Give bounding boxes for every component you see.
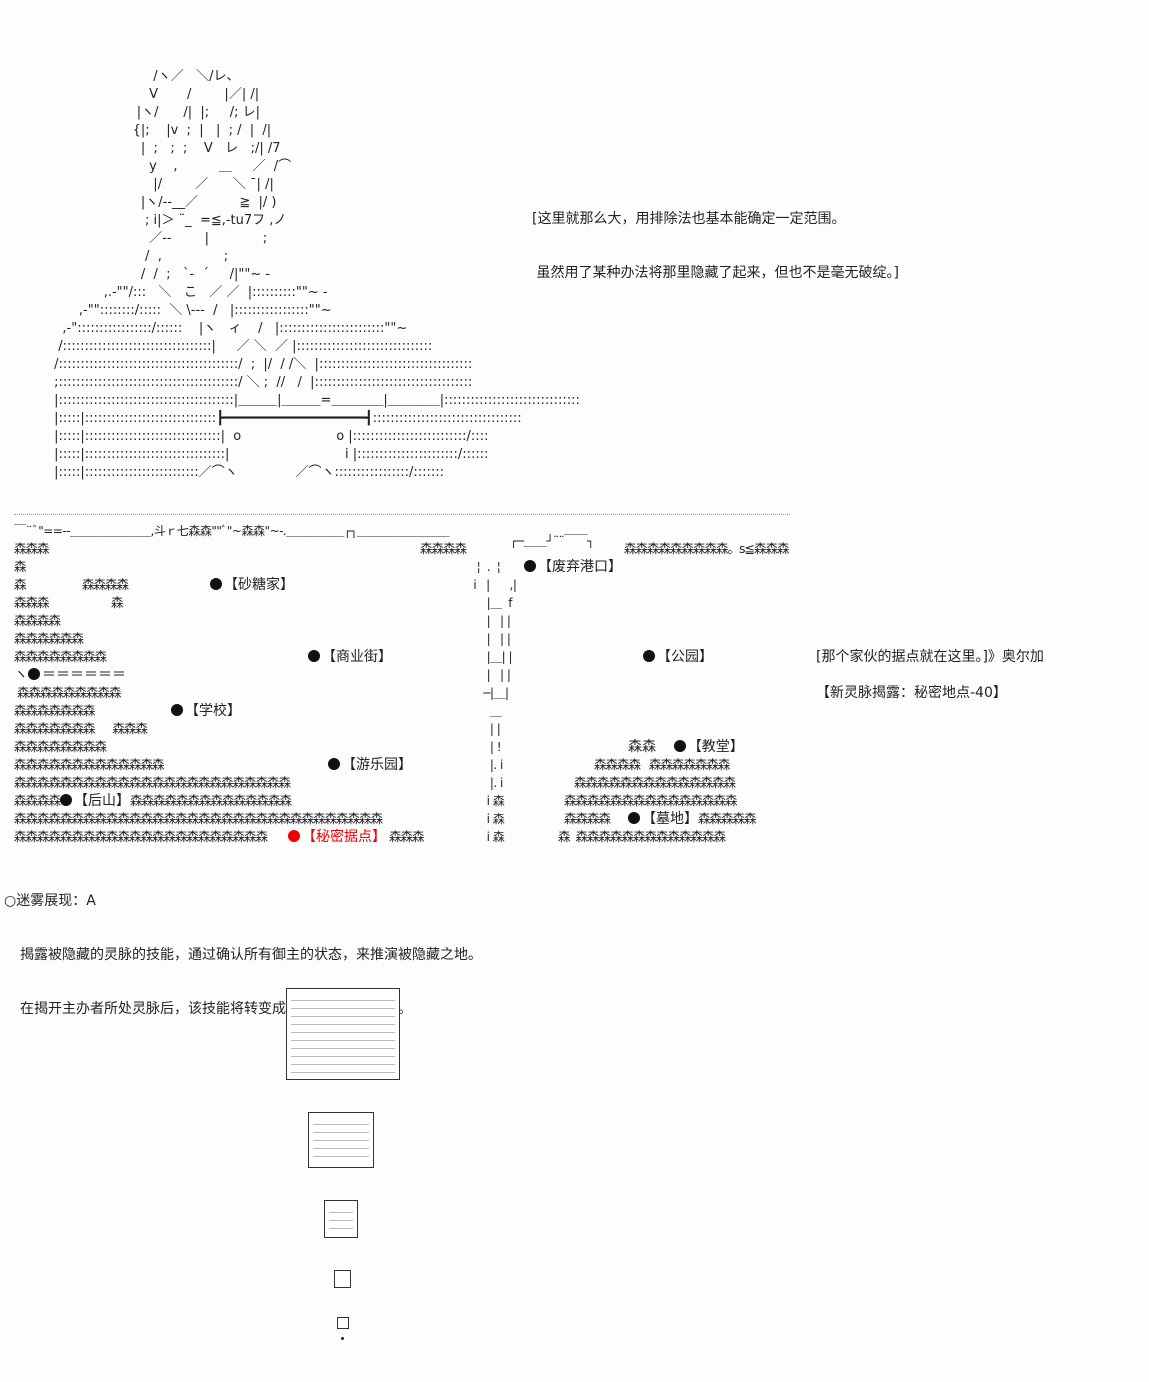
marker-icon	[673, 740, 686, 752]
forest-row: 森森森森森森森森森森森森森森森森森森森森森森	[14, 829, 268, 844]
forest-row: 森森森森森森森森	[14, 649, 107, 664]
skill-line-1: 揭露被隐藏的灵脉的技能，通过确认所有御主的状态，来推演被隐藏之地。	[20, 947, 482, 963]
ascii-line: / , ;	[50, 249, 229, 264]
final-dot	[341, 1337, 344, 1340]
forest-row: 森森森森森森森森森森森森森森	[574, 775, 736, 790]
ascii-line: / / ; `- ´ /|""~ -	[50, 267, 271, 282]
ascii-line: {|; |v ; | | ; / | /|	[50, 123, 272, 138]
loc-sugar-house: 【砂糖家】	[210, 576, 294, 594]
forest-row: 森森森森	[14, 793, 61, 808]
ascii-line: |:::::|::::::::::::::::::::::::::::::::|…	[50, 447, 489, 462]
loc-commercial-street: 【商业街】	[308, 648, 392, 666]
ascii-art-figure: /ヽ／ ＼/レ、 V / |／| /| |ヽ/ /| |; /; レ| {|; …	[50, 30, 610, 480]
ascii-line: |:::::|:::::::::::::::::::::::::::::::| …	[50, 429, 489, 444]
ascii-line: ／-- | ;	[50, 231, 268, 246]
loc-secret-base: 【秘密据点】 森森森	[288, 828, 424, 846]
forest-row: 森	[14, 559, 26, 574]
panel-tinier	[337, 1317, 349, 1329]
ascii-line: |:::::::::::::::::::::::::::::::::::::::…	[50, 393, 580, 408]
ascii-line: ,-":::::::::::::::::/:::::: |ヽ ィ / |::::…	[50, 321, 408, 336]
forest-row: 森森森森	[564, 811, 611, 826]
forest-row: 森森森森森森森森	[14, 739, 107, 754]
ascii-line: /:::::::::::::::::::::::::::::::::::::::…	[50, 357, 473, 372]
equals-row: ヽ＝＝＝＝＝＝	[14, 667, 126, 683]
ascii-line: ,-""::::::::/::::: ＼ \--- / |:::::::::::…	[50, 303, 332, 318]
marker-icon	[60, 794, 72, 806]
forest-row: 森森森	[14, 541, 50, 556]
marker-icon	[28, 668, 40, 680]
road-top: ┌─＿＿┘¨¨￣￣┐	[510, 534, 594, 548]
loc-back-mountain: 【后山】森森森森森森森森森森森森森森	[60, 792, 292, 810]
marker-icon	[628, 812, 640, 824]
speech-line-1: [这里就那么大，用排除法也基本能确定一定范围。	[532, 211, 846, 227]
river-lines: ¦ . ¦ i | ,| |＿ f | | | | | | |＿| | | | …	[473, 560, 517, 844]
ascii-line: |ヽ/--__／ ≧ |/ )	[50, 195, 277, 210]
forest-row: 森森森森森森	[14, 631, 84, 646]
panel-large	[286, 988, 400, 1080]
ascii-line: |/ ／ ＼ ¯| /|	[50, 177, 274, 192]
forest-row: 森森森森森森森 森森森	[14, 721, 148, 736]
forest-row: 森森森森森森森森森森森森森森森森森森森森森森森森	[14, 775, 291, 790]
loc-park: 【公园】	[643, 648, 713, 666]
forest-row: 森森森 森	[14, 595, 123, 610]
ascii-line: ;:::::::::::::::::::::::::::::::::::::::…	[50, 375, 473, 390]
loc-church: 森森 【教堂】	[628, 739, 744, 755]
panel-tiny	[334, 1270, 351, 1288]
ascii-line: ,.-""/::: ＼ こ ／ ／ |::::::::::""~ -	[50, 285, 328, 300]
forest-row: 森森森森	[14, 613, 61, 628]
ascii-line: |ヽ/ /| |; /; レ|	[50, 105, 261, 120]
side-note-1: [那个家伙的据点就在这里。]》奥尔加	[816, 649, 1044, 665]
ascii-line: y , ＿ ／ /⌒	[50, 159, 292, 174]
ascii-line: |:::::|::::::::::::::::::::::::::::::┣━━…	[50, 411, 522, 426]
ascii-line: | ; ; ; V レ ;/| /7	[50, 141, 281, 156]
marker-icon	[524, 560, 536, 572]
forest-row: 森 森森森森	[14, 577, 129, 592]
forest-row: 森森森森森森森森森。s≦森森森	[624, 541, 789, 556]
panel-small	[324, 1200, 358, 1238]
map-top-border	[14, 514, 790, 516]
side-note-2: 【新灵脉揭露：秘密地点-40】	[816, 685, 1007, 701]
loc-cemetery: 【墓地】森森森森森	[628, 810, 757, 828]
panel-medium	[308, 1112, 374, 1168]
map-header: ￣¨ﾞ"==--＿＿＿＿＿＿＿,斗ｒ七森森""ﾞ"~森森"~-.＿＿＿＿＿┌┐＿…	[14, 524, 450, 538]
forest-row: 森森森森森森森森森森森森森森森	[564, 793, 738, 808]
loc-abandoned-port: 【废弃港口】	[524, 558, 622, 576]
forest-row: 森森森森森森森森森	[14, 685, 122, 700]
loc-amusement-park: 【游乐园】	[328, 756, 412, 774]
ascii-line: /ヽ／ ＼/レ、	[50, 69, 240, 84]
secret-marker-icon	[288, 830, 300, 842]
marker-icon	[210, 578, 222, 590]
skill-title: ○迷雾展现：A	[4, 893, 96, 909]
ascii-art-lines: /ヽ／ ＼/レ、 V / |／| /| |ヽ/ /| |; /; レ| {|; …	[50, 68, 610, 482]
ascii-line: V / |／| /|	[50, 87, 260, 102]
ascii-line: /::::::::::::::::::::::::::::::::::| ／ ＼…	[50, 339, 433, 354]
marker-icon	[643, 650, 655, 662]
forest-row: 森森森森森森森森森森森森森森森森森森森森森森森森森森森森森森森森	[14, 811, 383, 826]
skill-block: ○迷雾展现：A 揭露被隐藏的灵脉的技能，通过确认所有御主的状态，来推演被隐藏之地…	[4, 856, 482, 1036]
loc-school: 【学校】	[171, 702, 241, 720]
forest-row: 森森森森森森森森森森森森森	[14, 757, 165, 772]
marker-icon	[328, 758, 340, 770]
speech-top: [这里就那么大，用排除法也基本能确定一定范围。 虽然用了某种办法将那里隐藏了起来…	[532, 174, 899, 300]
skill-line-2: 在揭开主办者所处灵脉后，该技能将转变成另一个效果的技能。	[20, 1001, 412, 1017]
speech-line-2: 虽然用了某种办法将那里隐藏了起来，但也不是毫无破绽。]	[532, 265, 899, 281]
forest-row: 森森森森森森森	[14, 703, 96, 718]
marker-icon	[171, 704, 183, 716]
ascii-line: |:::::|::::::::::::::::::::::::::／⌒ヽ ／⌒ヽ…	[50, 465, 445, 480]
forest-row: 森森森森 森森森森森森森	[594, 757, 730, 772]
forest-row: 森 森森森森森森森森森森森森森	[558, 829, 726, 844]
forest-row: 森森森森	[420, 541, 467, 556]
marker-icon	[308, 650, 320, 662]
ascii-line: ; i|＞ ¨_ =≦,-tu7フ ,ノ	[50, 213, 287, 228]
